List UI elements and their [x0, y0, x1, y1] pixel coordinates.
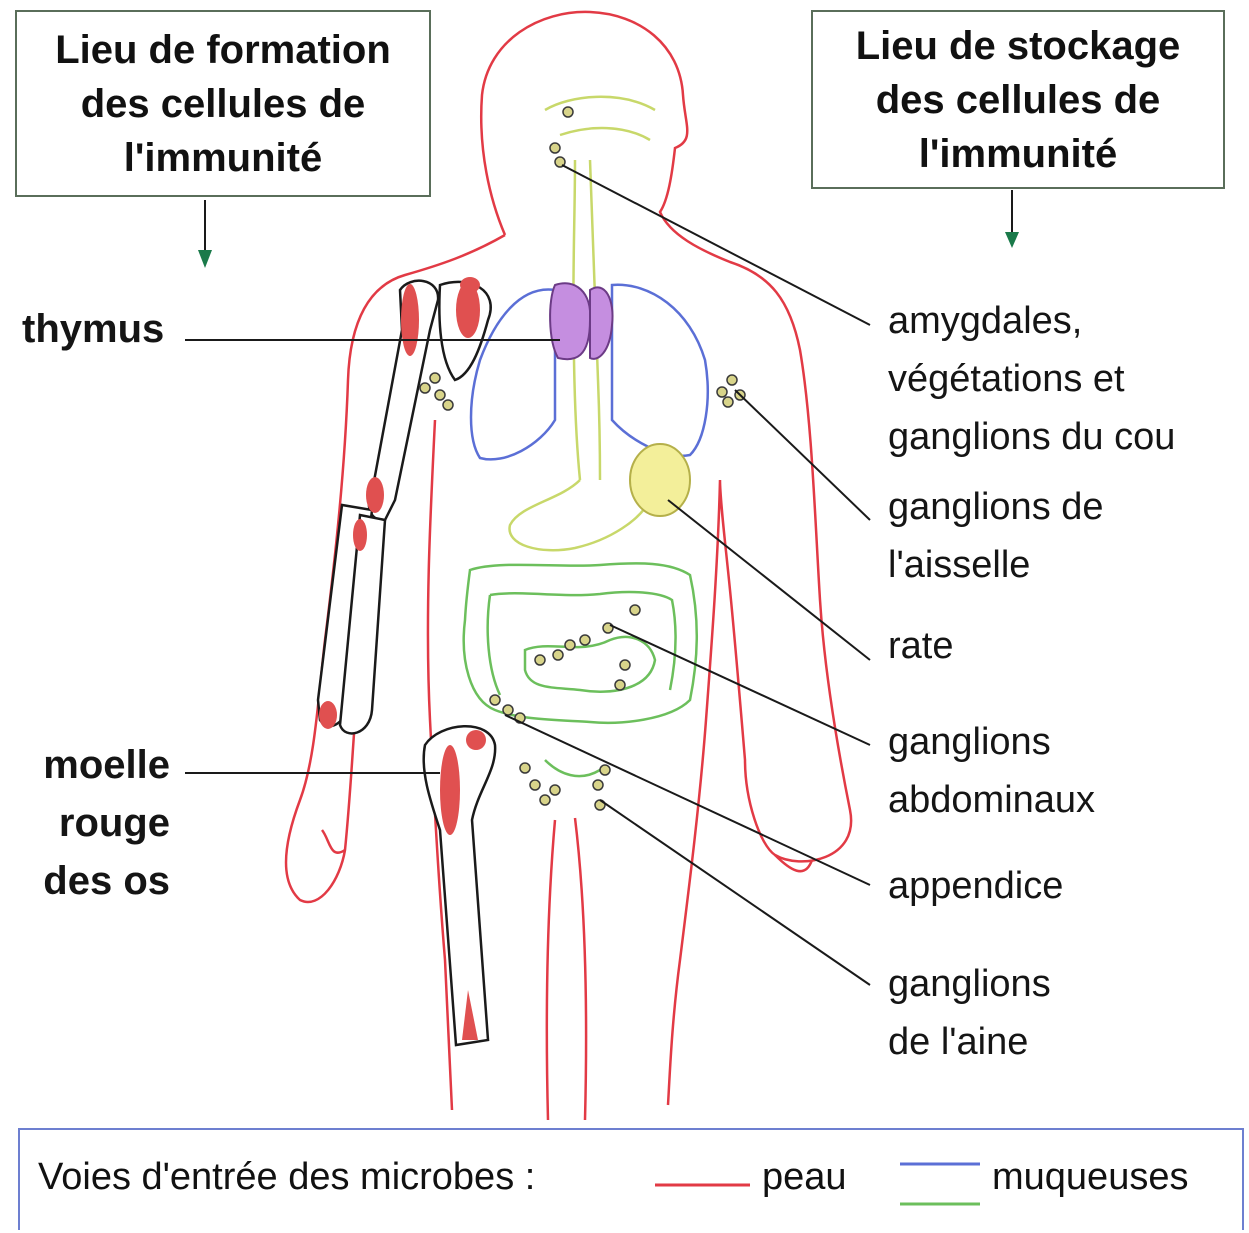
label-aine-line-2: de l'aine	[888, 1013, 1051, 1071]
label-aine: ganglions de l'aine	[888, 955, 1051, 1071]
label-amygdales-line-2: végétations et	[888, 350, 1175, 408]
legend-peau-line-icon	[655, 1180, 750, 1190]
legend-peau: peau	[762, 1156, 847, 1199]
lymph-nodes	[420, 107, 745, 810]
label-amygdales-line-1: amygdales,	[888, 292, 1175, 350]
stockage-arrow-head	[1005, 232, 1019, 248]
label-abdominaux-line-2: abdominaux	[888, 771, 1095, 829]
spleen-organ	[630, 444, 690, 516]
label-moelle-line-3: des os	[30, 852, 170, 910]
label-abdominaux-line-1: ganglions	[888, 713, 1095, 771]
stockage-line-1: Lieu de stockage	[813, 19, 1223, 73]
stockage-box: Lieu de stockage des cellules de l'immun…	[811, 10, 1225, 189]
label-amygdales-line-3: ganglions du cou	[888, 408, 1175, 466]
label-thymus: thymus	[22, 300, 164, 358]
stockage-line-2: des cellules de	[813, 73, 1223, 127]
label-aine-line-1: ganglions	[888, 955, 1051, 1013]
legend: Voies d'entrée des microbes : peau muque…	[18, 1128, 1244, 1230]
formation-line-2: des cellules de	[17, 77, 429, 131]
thymus-organ	[550, 283, 612, 359]
formation-arrow-head	[198, 250, 212, 268]
intestines	[464, 563, 697, 776]
legend-muqueuses-line-icon	[900, 1160, 980, 1210]
stockage-line-3: l'immunité	[813, 127, 1223, 181]
femur-bone	[424, 726, 495, 1045]
legend-muqueuses: muqueuses	[992, 1156, 1188, 1199]
aine-leader	[600, 800, 870, 985]
box-arrowheads	[198, 232, 1019, 268]
formation-line-1: Lieu de formation	[17, 23, 429, 77]
aisselle-leader	[735, 390, 870, 520]
rate-leader	[668, 500, 870, 660]
label-moelle: moelle rouge des os	[30, 736, 170, 910]
label-amygdales: amygdales, végétations et ganglions du c…	[888, 292, 1175, 466]
formation-line-3: l'immunité	[17, 131, 429, 185]
abdominaux-leader	[610, 625, 870, 745]
label-abdominaux: ganglions abdominaux	[888, 713, 1095, 829]
label-moelle-line-1: moelle	[30, 736, 170, 794]
label-aisselle-line-1: ganglions de	[888, 478, 1104, 536]
label-aisselle: ganglions de l'aisselle	[888, 478, 1104, 594]
formation-box: Lieu de formation des cellules de l'immu…	[15, 10, 431, 197]
label-appendice: appendice	[888, 857, 1063, 915]
label-aisselle-line-2: l'aisselle	[888, 536, 1104, 594]
legend-title: Voies d'entrée des microbes :	[38, 1156, 535, 1199]
label-moelle-line-2: rouge	[30, 794, 170, 852]
label-rate: rate	[888, 617, 953, 675]
